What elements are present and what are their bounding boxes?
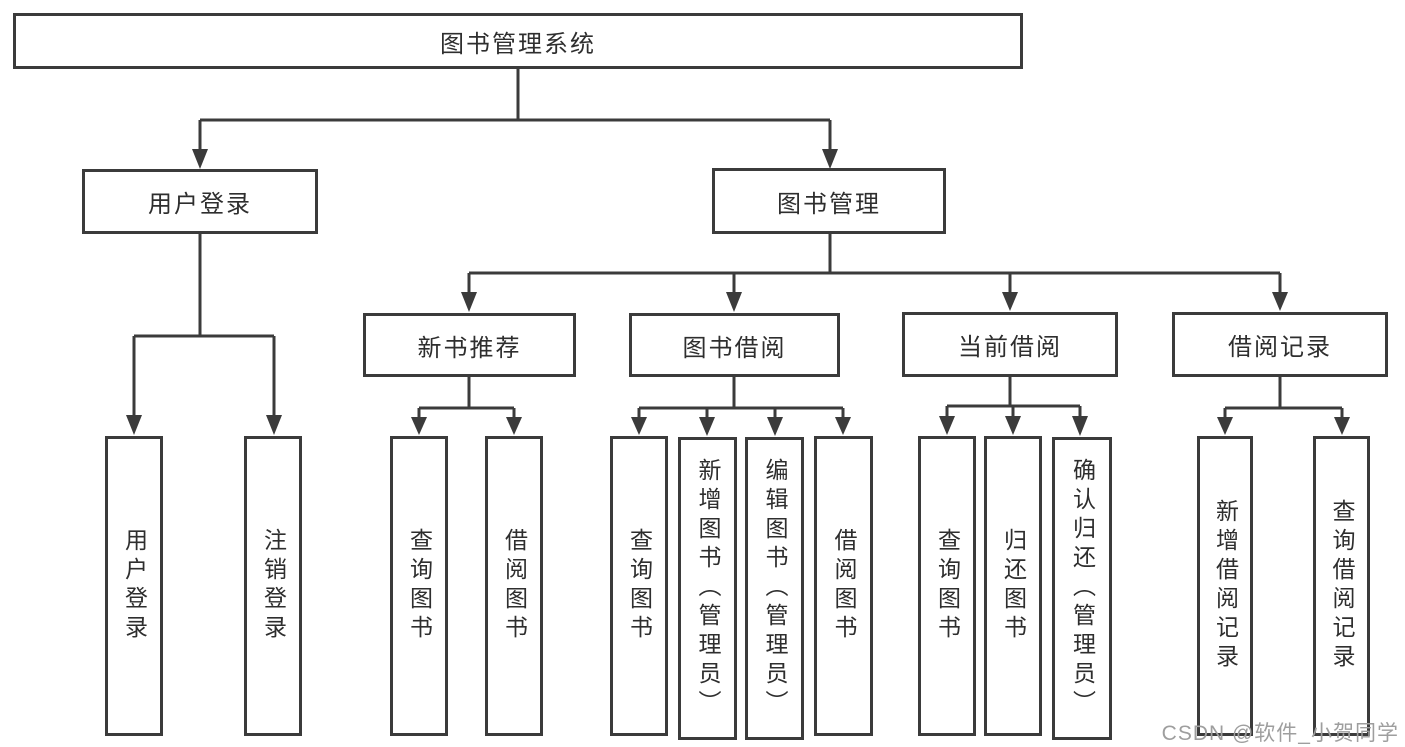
leaf-nbr-borrow-books: 借阅图书	[485, 436, 543, 736]
leaf-bb-borrow-books: 借阅图书	[814, 436, 873, 736]
connector-book-management	[461, 233, 1288, 312]
leaf-nbr-query-books: 查询图书	[390, 436, 448, 736]
leaf-label: 借阅图书	[501, 528, 528, 644]
node-label: 图书管理系统	[440, 30, 596, 58]
node-label: 图书管理	[777, 190, 881, 218]
node-user-login: 用户登录	[82, 169, 318, 234]
leaf-br-query-record: 查询借阅记录	[1313, 436, 1370, 736]
node-label: 当前借阅	[958, 334, 1062, 361]
leaf-label: 确认归还（管理员）	[1069, 458, 1096, 719]
leaf-label: 查询图书	[626, 528, 653, 644]
node-current-borrow: 当前借阅	[902, 312, 1118, 377]
leaf-br-add-record: 新增借阅记录	[1197, 436, 1253, 736]
leaf-bb-add-books-admin: 新增图书（管理员）	[678, 437, 737, 740]
node-new-book-recommend: 新书推荐	[363, 313, 576, 377]
leaf-label: 归还图书	[1000, 528, 1027, 644]
node-label: 借阅记录	[1228, 334, 1332, 361]
leaf-label: 编辑图书（管理员）	[762, 458, 788, 719]
leaf-label: 查询图书	[934, 528, 961, 644]
connector-book-borrow	[631, 376, 851, 436]
connector-user-login	[126, 233, 282, 435]
node-label: 用户登录	[148, 191, 252, 218]
node-book-management: 图书管理	[712, 168, 946, 234]
connector-borrow-record	[1217, 377, 1350, 435]
leaf-cb-query-books: 查询图书	[918, 436, 976, 736]
leaf-label: 查询图书	[406, 528, 433, 644]
leaf-cb-return-books: 归还图书	[984, 436, 1042, 736]
leaf-label: 查询借阅记录	[1329, 499, 1355, 673]
leaf-label: 注销登录	[260, 528, 287, 644]
leaf-bb-edit-books-admin: 编辑图书（管理员）	[745, 437, 804, 740]
node-label: 图书借阅	[682, 334, 787, 362]
node-book-borrow: 图书借阅	[629, 313, 840, 377]
connector-current-borrow	[939, 377, 1088, 436]
leaf-user-login: 用户登录	[105, 436, 163, 736]
node-library-management-system: 图书管理系统	[13, 13, 1023, 69]
node-label: 新书推荐	[417, 334, 522, 362]
leaf-logout: 注销登录	[244, 436, 302, 736]
connector-root	[192, 68, 838, 169]
leaf-label: 用户登录	[121, 528, 148, 644]
leaf-label: 新增借阅记录	[1212, 499, 1239, 673]
connector-new-book-recommend	[411, 376, 522, 435]
leaf-label: 新增图书（管理员）	[695, 458, 721, 719]
csdn-watermark: CSDN @软件_小贺同学	[1161, 722, 1399, 745]
node-borrow-record: 借阅记录	[1172, 312, 1388, 377]
leaf-bb-query-books: 查询图书	[610, 436, 668, 736]
leaf-label: 借阅图书	[831, 528, 857, 644]
leaf-cb-confirm-return-admin: 确认归还（管理员）	[1052, 437, 1112, 740]
